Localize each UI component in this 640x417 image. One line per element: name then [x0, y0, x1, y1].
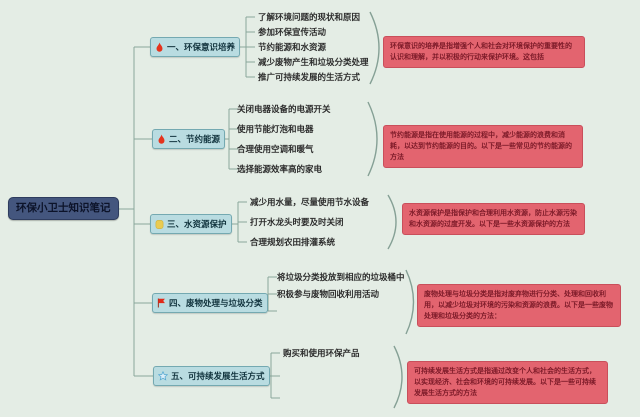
leaf-item[interactable]: 推广可持续发展的生活方式 — [258, 72, 361, 82]
leaf-item[interactable]: 节约能源和水资源 — [258, 42, 327, 52]
branch-topic-label: 五、可持续发展生活方式 — [171, 371, 265, 381]
branch-note-2[interactable]: 节约能源是指在使用能源的过程中，减少能源的浪费和消耗，以达到节约能源的目的。以下… — [383, 125, 583, 168]
branch-note-4[interactable]: 废物处理与垃圾分类是指对废弃物进行分类、处理和回收利用，以减少垃圾对环境的污染和… — [417, 284, 621, 327]
star-icon — [158, 371, 168, 381]
flame-icon — [157, 134, 166, 145]
leaf-item[interactable]: 减少废物产生和垃圾分类处理 — [258, 57, 369, 67]
branch-topic-5[interactable]: 五、可持续发展生活方式 — [153, 366, 270, 386]
leaf-item[interactable]: 将垃圾分类投放到相应的垃圾桶中 — [277, 272, 405, 282]
branch-topic-4[interactable]: 四、废物处理与垃圾分类 — [152, 293, 268, 313]
branch-note-1[interactable]: 环保意识的培养是指增强个人和社会对环境保护的重要性的认识和理解，并以积极的行动来… — [383, 36, 585, 68]
branch-note-5[interactable]: 可持续发展生活方式是指通过改变个人和社会的生活方式，以实现经济、社会和环境的可持… — [407, 361, 608, 404]
branch-topic-2[interactable]: 二、节约能源 — [152, 129, 226, 149]
leaf-item[interactable]: 打开水龙头时要及时关闭 — [250, 217, 344, 227]
leaf-item[interactable]: 合理使用空调和暖气 — [237, 144, 314, 154]
root-topic-label: 环保小卫士知识笔记 — [16, 202, 111, 214]
leaf-item[interactable]: 积极参与废物回收利用活动 — [277, 289, 380, 299]
leaf-item[interactable]: 参加环保宣传活动 — [258, 27, 327, 37]
branch-note-3[interactable]: 水资源保护是指保护和合理利用水资源，防止水源污染和水资源的过度开发。以下是一些水… — [402, 203, 585, 235]
flame-icon — [155, 42, 164, 53]
branch-topic-3[interactable]: 三、水资源保护 — [150, 214, 232, 234]
leaf-item[interactable]: 了解环境问题的现状和原因 — [258, 12, 361, 22]
leaf-item[interactable]: 使用节能灯泡和电器 — [237, 124, 314, 134]
branch-topic-label: 三、水资源保护 — [167, 219, 227, 229]
root-topic[interactable]: 环保小卫士知识笔记 — [8, 197, 119, 220]
branch-topic-1[interactable]: 一、环保意识培养 — [150, 37, 241, 57]
yellow-marker-icon — [155, 219, 164, 229]
branch-topic-label: 二、节约能源 — [169, 134, 221, 144]
flag-icon — [157, 298, 166, 308]
leaf-item[interactable]: 购买和使用环保产品 — [283, 348, 360, 358]
leaf-item[interactable]: 关闭电器设备的电源开关 — [237, 104, 331, 114]
branch-topic-label: 一、环保意识培养 — [167, 42, 236, 52]
leaf-item[interactable]: 合理规划农田排灌系统 — [250, 237, 336, 247]
branch-topic-label: 四、废物处理与垃圾分类 — [169, 298, 263, 308]
leaf-item[interactable]: 选择能源效率高的家电 — [237, 164, 323, 174]
leaf-item[interactable]: 减少用水量，尽量使用节水设备 — [250, 197, 370, 207]
